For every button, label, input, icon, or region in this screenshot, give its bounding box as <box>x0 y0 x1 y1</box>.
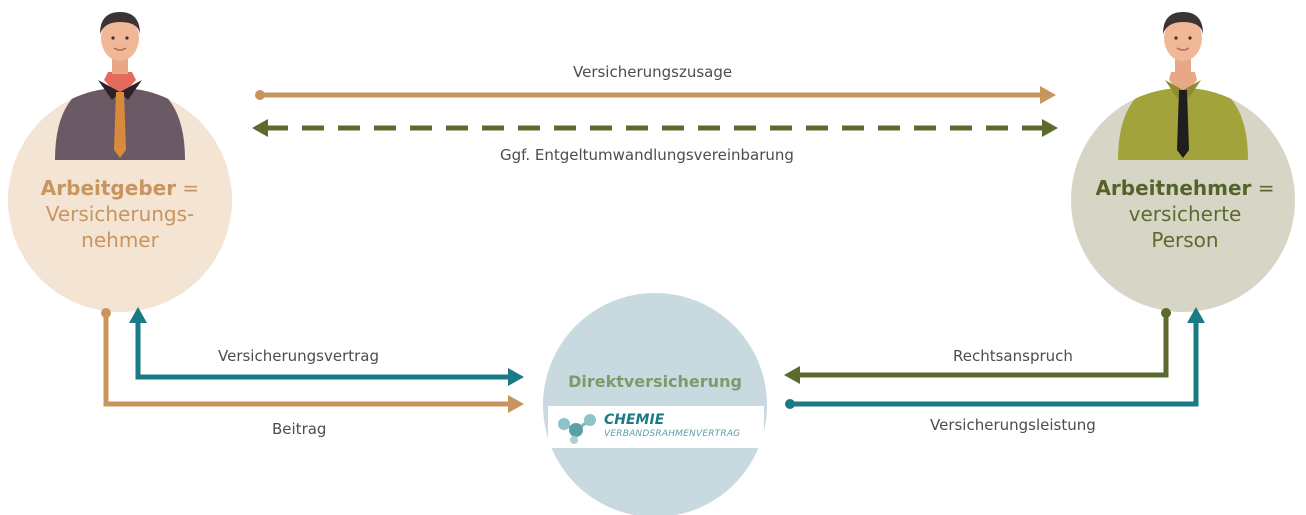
arrow-entgeltumwandlung <box>252 119 1058 137</box>
molecule-icon <box>558 414 596 444</box>
label-entgeltumwandlung: Ggf. Entgeltumwandlungsvereinbarung <box>500 146 794 164</box>
direct-insurance-circle <box>543 293 767 515</box>
employer-line2: Versicherungs- <box>45 202 195 226</box>
employee-equals: = <box>1251 176 1275 200</box>
employer-role: Arbeitgeber <box>40 176 177 200</box>
employee-line3: Person <box>1151 228 1219 252</box>
employee-icon <box>1118 12 1248 160</box>
logo-word: CHEMIE <box>604 412 665 428</box>
label-versicherungszusage: Versicherungszusage <box>573 63 733 81</box>
employer-equals: = <box>176 176 200 200</box>
label-rechtsanspruch: Rechtsanspruch <box>953 347 1073 365</box>
label-versicherungsvertrag: Versicherungsvertrag <box>218 347 380 365</box>
arrow-versicherungszusage <box>255 86 1056 104</box>
employer-line3: nehmer <box>81 228 159 252</box>
employer-label: Arbeitgeber = Versicherungs- nehmer <box>10 175 230 253</box>
arrow-rechtsanspruch <box>784 308 1171 384</box>
employee-role: Arbeitnehmer <box>1095 176 1252 200</box>
businessman-icon <box>55 12 185 160</box>
chemie-logo: CHEMIE VERBANDSRAHMENVERTRAG <box>548 406 764 448</box>
employee-label: Arbeitnehmer = versicherte Person <box>1075 175 1295 253</box>
arrow-versicherungsleistung <box>785 307 1205 409</box>
label-versicherungsleistung: Versicherungsleistung <box>930 416 1096 434</box>
direct-insurance-title: Direktversicherung <box>568 372 742 391</box>
arrow-beitrag <box>101 308 524 413</box>
employee-line2: versicherte <box>1128 202 1242 226</box>
logo-subtitle: VERBANDSRAHMENVERTRAG <box>604 429 741 439</box>
arrow-versicherungsvertrag <box>129 307 524 386</box>
label-beitrag: Beitrag <box>272 420 327 438</box>
